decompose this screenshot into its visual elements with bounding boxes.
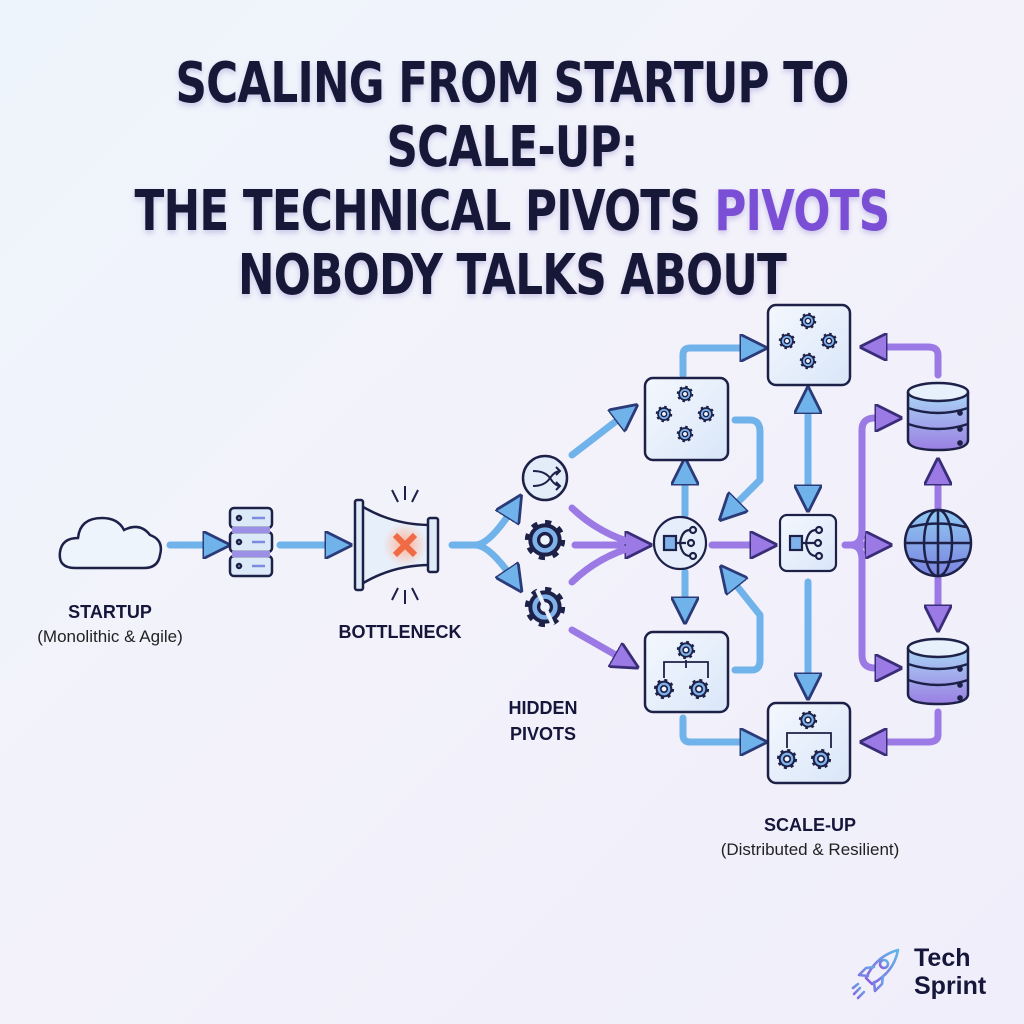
- database-icon: [906, 637, 970, 706]
- microservices-cluster-box: [766, 303, 852, 387]
- hidden-pivots-line-1: HIDDEN: [508, 698, 578, 718]
- microservices-hierarchy-box: [766, 701, 852, 785]
- startup-title: STARTUP: [68, 602, 152, 622]
- cloud-icon: [58, 516, 163, 570]
- server-icon: [228, 506, 274, 578]
- title-line-3: NOBODY TALKS ABOUT: [237, 243, 787, 308]
- broken-gear-icon: [528, 590, 562, 625]
- flow-arrows-purple: [568, 347, 938, 742]
- startup-label: STARTUP (Monolithic & Agile): [37, 602, 183, 647]
- logo-line-2: Sprint: [914, 972, 987, 1000]
- database-icon: [906, 381, 970, 452]
- title-accent: PIVOTS: [714, 179, 890, 244]
- startup-subtitle: (Monolithic & Agile): [37, 627, 183, 646]
- scaleup-subtitle: (Distributed & Resilient): [720, 840, 900, 859]
- scaleup-label: SCALE-UP (Distributed & Resilient): [721, 815, 900, 860]
- title-line-2-main: THE TECHNICAL PIVOTS: [134, 179, 701, 244]
- microservices-hierarchy-box: [643, 630, 730, 714]
- flow-arrows-blue: [166, 348, 808, 742]
- title-line-2: THE TECHNICAL PIVOTS PIVOTS: [113, 180, 912, 244]
- hidden-pivots-label: HIDDEN PIVOTS: [508, 695, 577, 747]
- page-title: SCALING FROM STARTUP TO SCALE-UP: THE TE…: [113, 52, 912, 308]
- router-node-icon: [778, 513, 838, 573]
- bottleneck-title: BOTTLENECK: [338, 622, 462, 642]
- load-balancer-hub-icon: [652, 515, 708, 571]
- globe-icon: [903, 508, 973, 578]
- microservices-cluster-box: [643, 376, 730, 462]
- error-x-icon: [392, 532, 418, 558]
- bottleneck-funnel-icon: [353, 486, 440, 604]
- hidden-pivots-line-2: PIVOTS: [509, 724, 577, 744]
- techsprint-logo: Tech Sprint: [850, 942, 1010, 1004]
- gear-icon: [528, 523, 562, 557]
- logo-line-1: Tech: [914, 944, 971, 972]
- shuffle-icon: [521, 454, 569, 502]
- rocket-icon: [851, 948, 900, 1000]
- bottleneck-label: BOTTLENECK: [339, 622, 462, 643]
- scaleup-title: SCALE-UP: [763, 815, 856, 835]
- title-line-1: SCALING FROM STARTUP TO SCALE-UP:: [175, 51, 849, 180]
